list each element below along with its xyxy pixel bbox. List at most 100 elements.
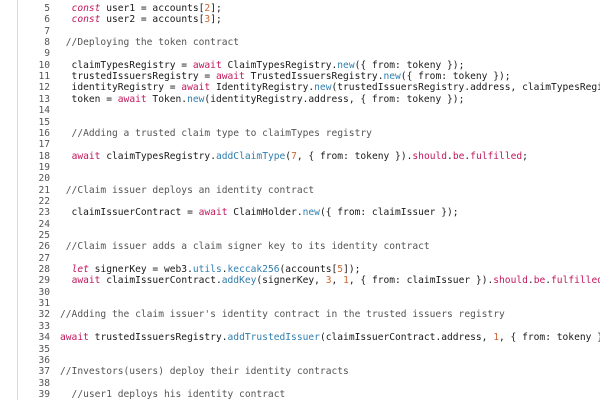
line-number: 18 — [38, 150, 50, 162]
code-text: token = await Token.new(identityRegistry… — [60, 93, 465, 105]
code-line[interactable]: 32//Adding the claim issuer's identity c… — [17, 309, 505, 320]
code-line[interactable]: 27 — [17, 253, 60, 264]
line-number: 9 — [44, 48, 50, 60]
code-token: //Claim issuer adds a claim signer key t… — [60, 241, 430, 253]
line-number: 11 — [38, 71, 50, 83]
code-line[interactable]: 23 claimIssuerContract = await ClaimHold… — [17, 207, 459, 219]
code-token: ]); — [343, 264, 361, 276]
code-line[interactable]: 18 await claimTypesRegistry.addClaimType… — [17, 151, 528, 162]
code-token: ( — [285, 150, 292, 162]
code-token: (claimIssuerContract.address, — [319, 332, 494, 344]
code-token: //Deploying the token contract — [60, 37, 240, 49]
code-line[interactable]: 11 trustedIssuersRegistry = await Truste… — [17, 71, 510, 83]
code-token: 5 — [337, 264, 344, 276]
code-text: //Adding a trusted claim type to claimTy… — [60, 128, 372, 139]
code-line[interactable]: 37//Investors(users) deploy their identi… — [17, 366, 348, 377]
line-number: 22 — [38, 195, 50, 207]
code-token: ClaimTypesRegistry. — [221, 59, 338, 71]
code-token: should — [493, 275, 528, 287]
line-number: 15 — [38, 116, 50, 128]
code-token: , { from: tokeny }); — [499, 332, 600, 344]
code-line[interactable]: 36 — [17, 355, 60, 366]
line-number: 12 — [38, 82, 50, 94]
code-line[interactable]: 7 — [17, 26, 60, 37]
code-line[interactable]: 17 — [17, 139, 60, 150]
code-token: await — [192, 59, 222, 71]
code-line[interactable]: 26 //Claim issuer adds a claim signer ke… — [17, 241, 430, 253]
code-token: await — [181, 82, 211, 94]
code-text: claimIssuerContract = await ClaimHolder.… — [60, 207, 459, 218]
code-line[interactable]: 6 const user2 = accounts[3]; — [17, 14, 222, 25]
line-number: 17 — [38, 139, 50, 151]
code-line[interactable]: 16 //Adding a trusted claim type to clai… — [17, 127, 372, 139]
code-token: trustedIssuersRegistry. — [88, 332, 228, 344]
code-token: ]; — [210, 3, 222, 14]
code-token: . — [527, 275, 534, 287]
code-token: trustedIssuersRegistry = — [60, 71, 216, 83]
line-number: 10 — [38, 59, 50, 71]
code-line[interactable]: 34 await trustedIssuersRegistry.addTruste… — [17, 332, 600, 343]
code-token: Token. — [146, 93, 188, 105]
code-line[interactable]: 38 — [17, 378, 60, 389]
code-line[interactable]: 21 //Claim issuer deploys an identity co… — [17, 185, 314, 196]
code-token: new — [302, 207, 320, 219]
code-text: await trustedIssuersRegistry.addTrustedI… — [60, 332, 600, 343]
line-number: 38 — [38, 377, 50, 389]
code-text: let signerKey = web3.utils.keccak256(acc… — [60, 264, 361, 276]
code-token — [60, 151, 72, 162]
code-text: //Adding the claim issuer's identity con… — [60, 309, 505, 320]
code-token: ]; — [210, 14, 222, 26]
code-token: //user1 deploys his identity contract — [60, 388, 286, 400]
code-line[interactable]: 14 — [17, 105, 60, 116]
code-line[interactable]: 10 claimTypesRegistry = await ClaimTypes… — [17, 60, 464, 71]
code-token: addClaimType — [215, 150, 286, 162]
code-line[interactable]: 9 — [17, 48, 60, 59]
line-number: 23 — [38, 207, 50, 219]
line-number: 39 — [38, 388, 50, 400]
code-line[interactable]: 33 — [17, 321, 60, 332]
code-line[interactable]: 30 — [17, 287, 60, 298]
code-line[interactable]: 31 — [17, 298, 60, 309]
code-token: let — [71, 264, 89, 276]
line-number: 5 — [44, 3, 50, 14]
code-text: await claimTypesRegistry.addClaimType(7,… — [60, 151, 528, 162]
code-token: const — [71, 14, 101, 26]
code-line[interactable]: 39 //user1 deploys his identity contract — [17, 389, 285, 400]
code-line[interactable]: 24 — [17, 219, 60, 230]
code-token: 2 — [204, 3, 211, 14]
code-token: await — [215, 71, 245, 83]
code-line[interactable]: 20 — [17, 173, 60, 184]
line-number: 14 — [38, 105, 50, 117]
code-token — [60, 264, 72, 275]
code-text: //Deploying the token contract — [60, 37, 239, 48]
code-line[interactable]: 35 — [17, 344, 60, 355]
code-token: . — [464, 150, 471, 162]
code-line[interactable]: 8 //Deploying the token contract — [17, 37, 239, 48]
line-number: 6 — [44, 14, 50, 26]
code-line[interactable]: 25 — [17, 230, 60, 241]
code-line[interactable]: 5 const user1 = accounts[2]; — [17, 3, 222, 14]
code-line[interactable]: 19 — [17, 162, 60, 173]
code-line[interactable]: 22 — [17, 196, 60, 207]
line-number: 28 — [38, 264, 50, 276]
code-token — [60, 275, 72, 286]
code-text: //Claim issuer adds a claim signer key t… — [60, 241, 430, 252]
code-token: await — [71, 275, 101, 287]
code-line[interactable]: 13 token = await Token.new(identityRegis… — [17, 94, 464, 105]
line-number: 36 — [38, 354, 50, 366]
line-number: 34 — [38, 332, 50, 344]
code-token: ClaimHolder. — [227, 207, 303, 219]
code-line[interactable]: 29 await claimIssuerContract.addKey(sign… — [17, 275, 600, 286]
line-number: 26 — [38, 241, 50, 253]
code-token: user2 = accounts[ — [100, 14, 205, 26]
line-number: 16 — [38, 127, 50, 139]
code-line[interactable]: 12 identityRegistry = await IdentityRegi… — [17, 82, 600, 93]
code-token: ({ from: claimIssuer }); — [319, 207, 459, 219]
code-line[interactable]: 28 let signerKey = web3.utils.keccak256(… — [17, 264, 360, 275]
code-token: (signerKey, — [256, 275, 326, 287]
code-token: await — [198, 207, 228, 219]
code-token: ; — [522, 150, 528, 162]
code-token: user1 = accounts[ — [100, 3, 205, 14]
code-line[interactable]: 15 — [17, 117, 60, 128]
